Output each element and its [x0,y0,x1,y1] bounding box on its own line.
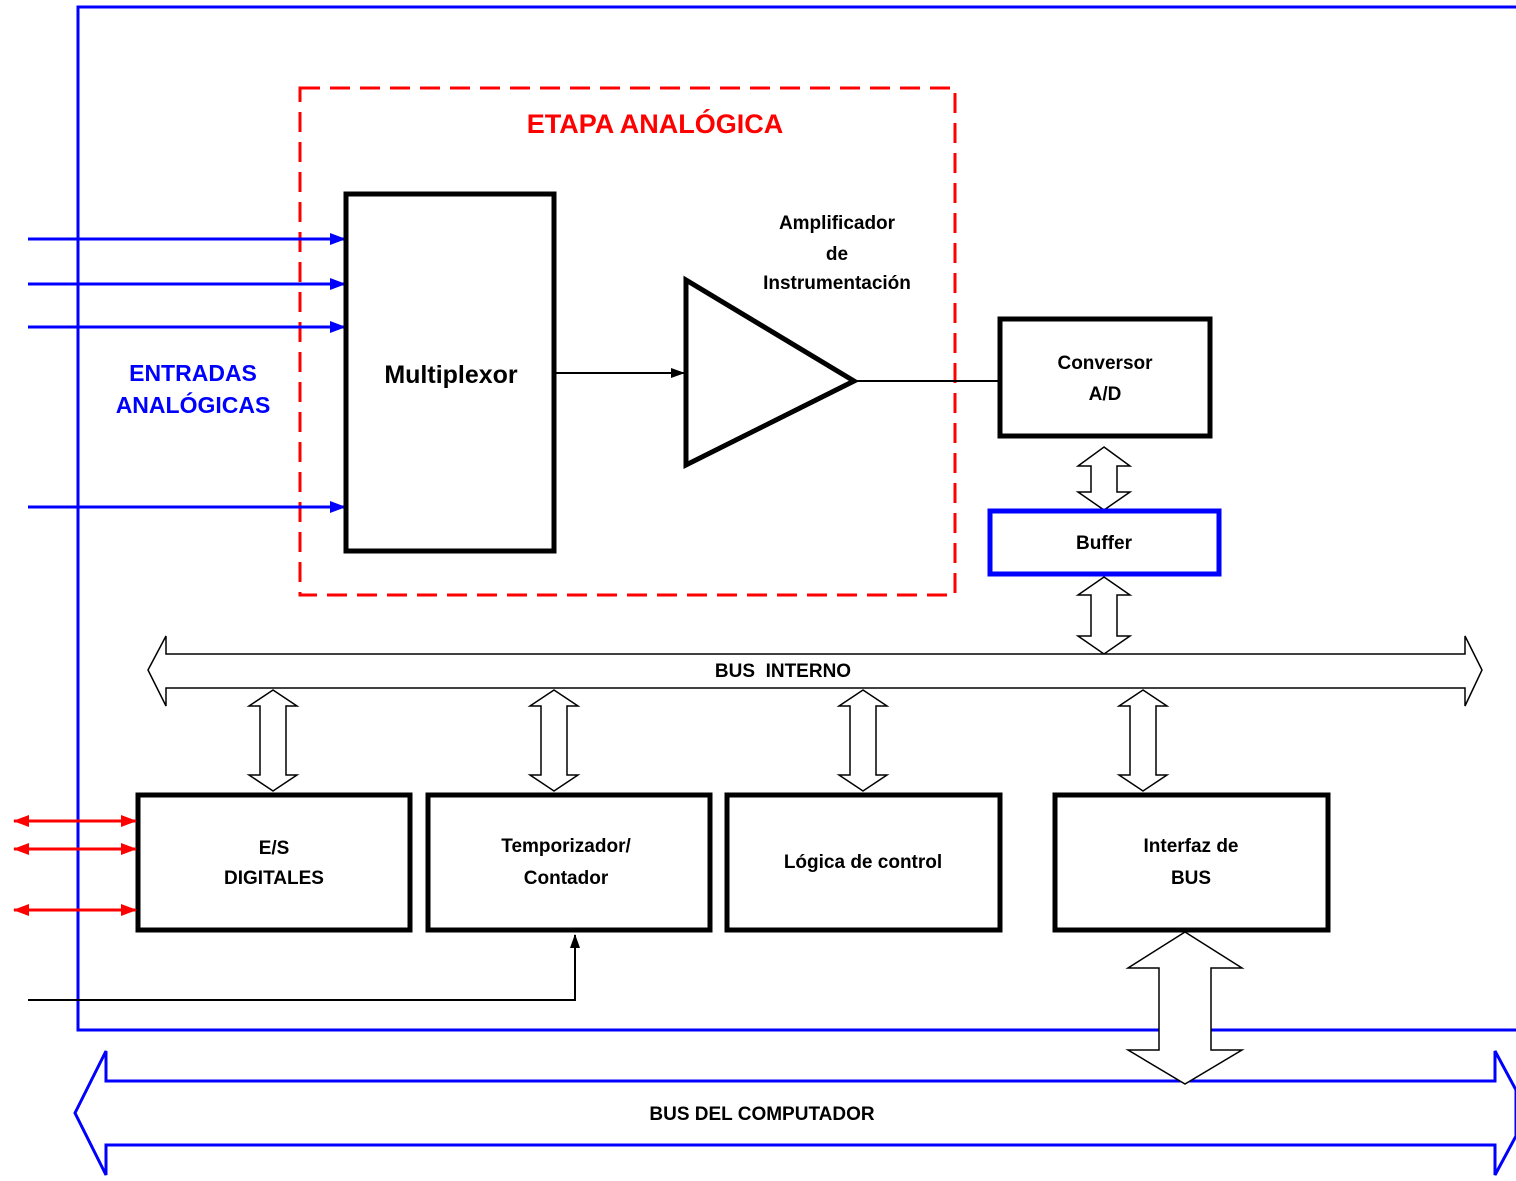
analog-stage-title: ETAPA ANALÓGICA [527,108,784,139]
bus-timer-arrow [527,689,581,792]
multiplexor-label: Multiplexor [384,361,518,389]
analog-inputs-label-line2: ANALÓGICAS [116,391,271,418]
adc-label-line2: A/D [1089,384,1122,405]
interface-computer-bus-arrow [1125,931,1245,1085]
amplifier-label-line3: Instrumentación [763,273,911,294]
buffer-bus-arrow [1075,576,1133,655]
timer-input-line [28,934,580,1001]
internal-bus-label: BUS INTERNO [715,661,851,682]
bus-es-arrow [246,689,300,792]
adc-buffer-arrow [1075,446,1133,511]
bus-logic-arrow [836,689,890,792]
bus-interface-label-line2: BUS [1171,868,1211,889]
bus-interface-label-line1: Interfaz de [1143,836,1238,857]
adc-block [997,316,1213,439]
internal-bus-arrow [147,635,1483,707]
analog-inputs-label-line1: ENTRADAS [129,360,257,386]
computer-bus-arrow [73,1050,1516,1176]
amplifier-triangle [683,275,860,470]
digital-io-label-line1: E/S [259,838,290,859]
control-logic-block [724,792,1003,933]
analog-stage-box [298,86,957,597]
timer-counter-block [425,792,713,933]
adc-label-line1: Conversor [1057,353,1153,374]
computer-bus-label: BUS DEL COMPUTADOR [649,1104,874,1125]
timer-counter-label-line2: Contador [524,868,609,889]
multiplexor-block [343,191,557,554]
control-logic-label: Lógica de control [784,852,942,873]
digital-io-block [135,792,413,933]
amplifier-label-line1: Amplificador [779,213,896,234]
amplifier-label-line2: de [826,244,848,265]
card-boundary [76,5,1516,1032]
bus-interface-block [1052,792,1331,933]
digital-io-label-line2: DIGITALES [224,868,324,889]
buffer-label: Buffer [1076,533,1133,554]
bus-interface-arrow [1116,689,1170,792]
timer-counter-label-line1: Temporizador/ [501,836,631,857]
buffer-block [987,508,1222,577]
